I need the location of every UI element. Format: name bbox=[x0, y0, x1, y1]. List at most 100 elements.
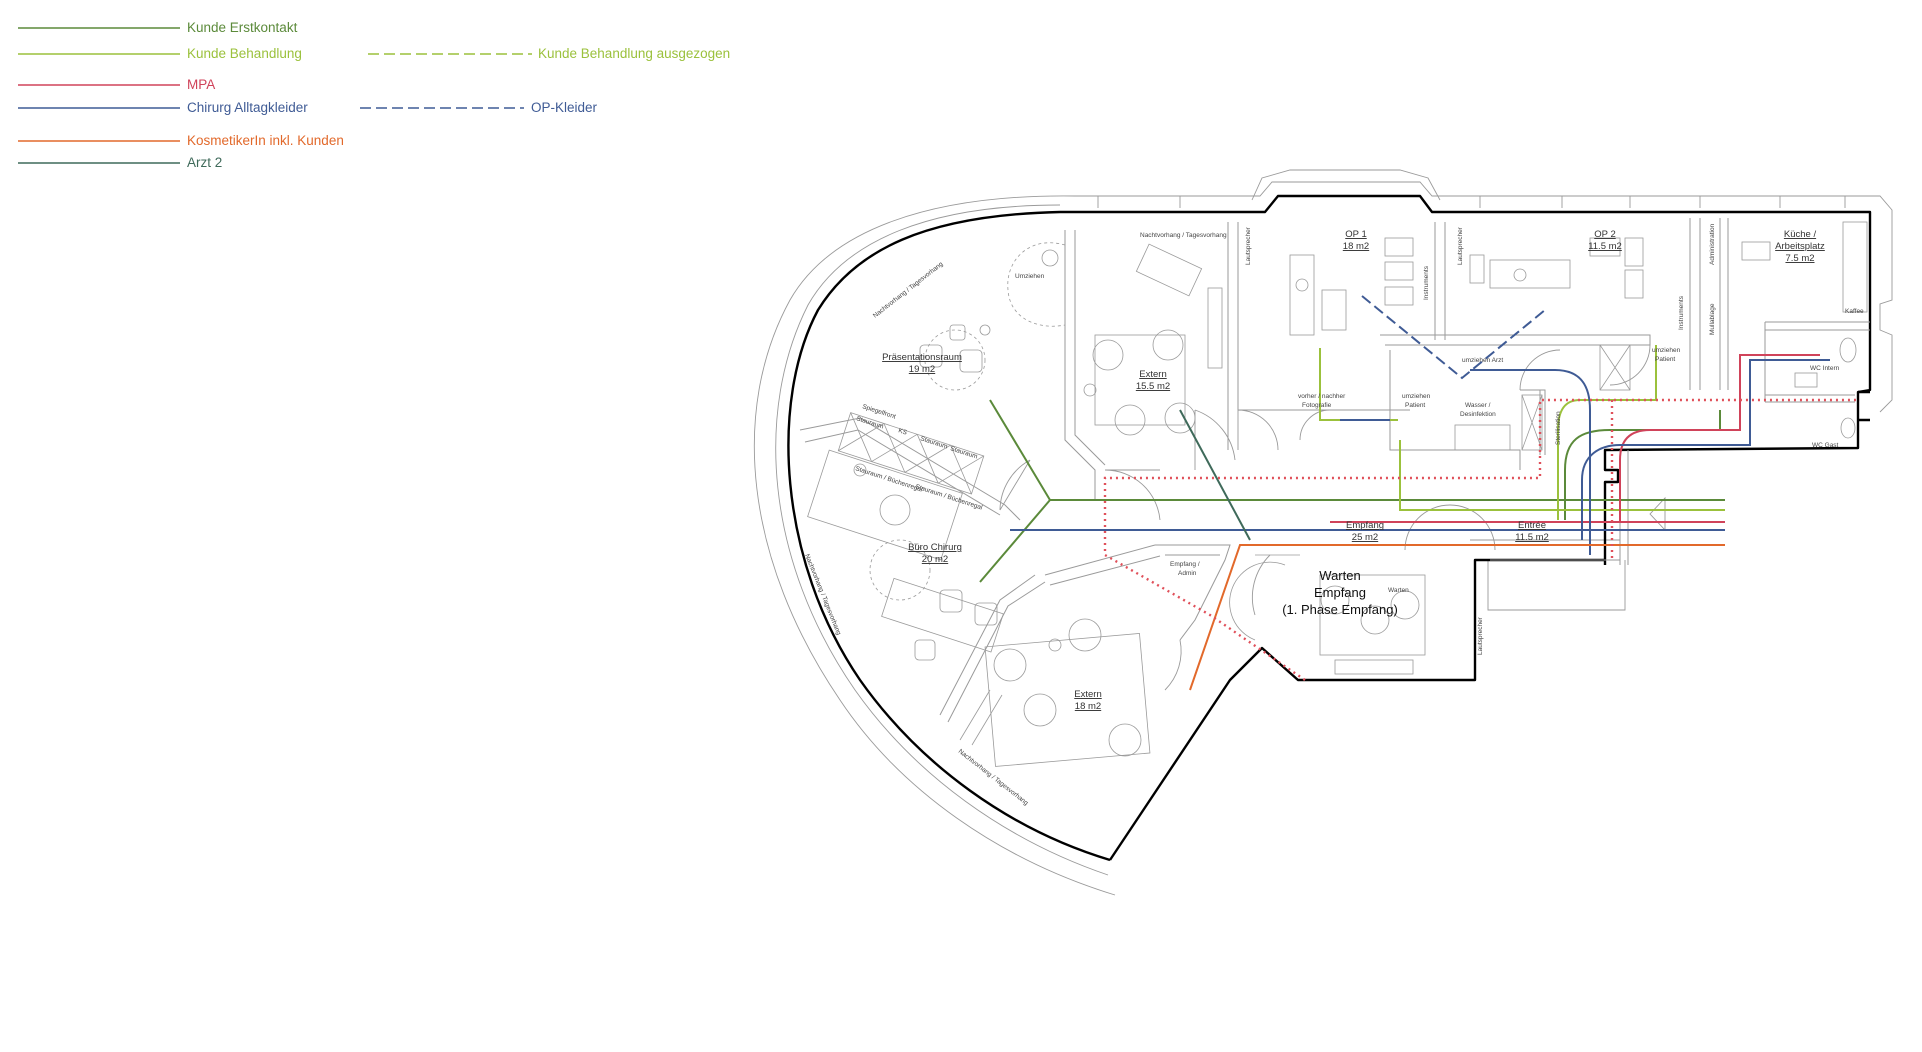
wall-corridor-top bbox=[1380, 334, 1651, 346]
label-kaffee: Kaffee bbox=[1845, 308, 1864, 315]
extern2-plant bbox=[1048, 638, 1062, 652]
label-wc-intern: WC Intern bbox=[1810, 365, 1840, 372]
legend-label-mpa: MPA bbox=[187, 77, 215, 92]
op2-steri-box bbox=[1599, 344, 1631, 391]
wall-right-notch bbox=[1858, 390, 1870, 422]
buero-desk bbox=[807, 449, 963, 561]
label-nachtvorhang-1: Nachtvorhang / Tagesvorhang bbox=[1140, 232, 1227, 239]
furniture bbox=[807, 221, 1868, 767]
extern1-table bbox=[1094, 334, 1186, 426]
extern1-chair-3 bbox=[1114, 404, 1146, 436]
room-kueche-area: 7.5 m2 bbox=[1785, 253, 1814, 264]
op2-sideboard bbox=[1589, 237, 1621, 257]
room-extern2-area: 18 m2 bbox=[1075, 701, 1101, 712]
warten-chair-1 bbox=[1320, 585, 1350, 615]
door-entree bbox=[1404, 504, 1451, 551]
label-umziehen-patient-2: Patient bbox=[1405, 402, 1425, 409]
path-kosmetikerin bbox=[1189, 544, 1725, 691]
wall-extern1-op1 bbox=[1227, 222, 1239, 450]
room-labels: Präsentationsraum 19 m2 Büro Chirurg 20 … bbox=[882, 229, 1825, 712]
op1-cab-2 bbox=[1384, 261, 1414, 281]
label-umziehen-patient-1: umziehen bbox=[1402, 393, 1431, 400]
path-mpa-2 bbox=[1619, 354, 1820, 522]
room-buero-name: Büro Chirurg bbox=[908, 542, 962, 553]
op2-lamp bbox=[1513, 268, 1527, 282]
room-op2-name: OP 2 bbox=[1594, 229, 1615, 240]
label-nachtvorhang-2: Nachtvorhang / Tagesvorhang bbox=[872, 261, 945, 320]
door-op2 bbox=[1519, 349, 1561, 391]
op2-cab-3 bbox=[1469, 254, 1485, 284]
legend-label-arzt2: Arzt 2 bbox=[187, 155, 222, 170]
wc-intern-sink bbox=[1794, 372, 1818, 388]
room-extern2-name: Extern bbox=[1074, 689, 1101, 700]
door-op1b bbox=[1299, 409, 1360, 441]
label-ks: KS bbox=[897, 427, 908, 437]
outer-round-wall-inner bbox=[775, 204, 1109, 876]
op2-cab-1 bbox=[1624, 237, 1644, 267]
extern1-shelf bbox=[1207, 287, 1223, 369]
label-lautsprecher-3: Lautsprecher bbox=[1477, 616, 1484, 655]
lower-right-outline bbox=[1487, 560, 1626, 611]
building-outline bbox=[753, 169, 1893, 896]
label-umziehen-patient-op2-2: Patient bbox=[1655, 356, 1675, 363]
room-buero-area: 20 m2 bbox=[922, 554, 948, 565]
label-instruments-2: Instruments bbox=[1678, 295, 1685, 330]
legend-label-kunde-erstkontakt: Kunde Erstkontakt bbox=[187, 20, 298, 35]
door-op2b bbox=[1609, 344, 1651, 386]
path-kunde-behandlung bbox=[1319, 348, 1398, 421]
legend-label-kunde-behandlung-ausgezogen: Kunde Behandlung ausgezogen bbox=[538, 46, 730, 61]
label-nachtvorhang-4: Nachtvorhang / Tagesvorhang bbox=[957, 748, 1030, 807]
door-op1 bbox=[1237, 409, 1279, 451]
path-kunde-behandlung-2 bbox=[1399, 440, 1725, 511]
warten-chair-2 bbox=[1360, 605, 1390, 635]
label-empfang-admin-1: Empfang / bbox=[1170, 561, 1200, 568]
wall-extern1-left-2 bbox=[1074, 230, 1106, 466]
room-extern1-name: Extern bbox=[1139, 369, 1166, 380]
op1-trolley bbox=[1321, 289, 1347, 331]
path-chirurg-3 bbox=[1581, 359, 1830, 540]
extern1-plant bbox=[1083, 383, 1097, 397]
path-kunde-erstkontakt-curve bbox=[1564, 410, 1721, 520]
warten-chair-3 bbox=[1390, 590, 1420, 620]
label-stauraum-3: Stauraum bbox=[949, 445, 978, 460]
label-lautsprecher-1: Lautsprecher bbox=[1245, 226, 1252, 265]
window-notches-top bbox=[1097, 196, 1846, 208]
wall-empfang-admin bbox=[1155, 544, 1231, 641]
label-stauraum-2: Stauraum bbox=[919, 435, 948, 450]
door-extern1b bbox=[1194, 409, 1236, 470]
legend-label-chirurg: Chirurg Alltagkleider bbox=[187, 100, 308, 115]
extern2-chair-3 bbox=[1023, 693, 1057, 727]
door-wasser bbox=[1449, 504, 1496, 551]
extern1-chair-4 bbox=[1164, 402, 1196, 434]
buero-table bbox=[869, 539, 931, 601]
room-warten-line3: (1. Phase Empfang) bbox=[1282, 602, 1398, 617]
label-umziehen-patient-op2-1: umziehen bbox=[1652, 347, 1681, 354]
kueche-counter bbox=[1842, 221, 1868, 313]
wall-op1-op2 bbox=[1434, 222, 1446, 340]
wc-intern-toilet bbox=[1839, 337, 1857, 363]
wc-gast-toilet bbox=[1840, 417, 1856, 439]
stauraum-units bbox=[837, 412, 985, 495]
extern2-table bbox=[984, 632, 1151, 767]
lower-right-inner bbox=[1470, 539, 1621, 560]
wall-praes-buero bbox=[799, 417, 1021, 521]
steri-cross bbox=[1521, 394, 1543, 451]
label-sterilisation: Sterilisation bbox=[1555, 411, 1562, 445]
extern2-chair-4 bbox=[1108, 723, 1142, 757]
op2-table bbox=[1489, 259, 1571, 289]
label-stauraum-1: Stauraum bbox=[855, 415, 884, 430]
steri-box bbox=[1521, 394, 1543, 451]
empfang-counter bbox=[1229, 554, 1300, 641]
extern1-chair-2 bbox=[1152, 329, 1184, 361]
room-kueche-name1: Küche / bbox=[1784, 229, 1817, 240]
room-praesentation-area: 19 m2 bbox=[909, 364, 935, 375]
label-wc-gast: WC Gast bbox=[1812, 442, 1839, 449]
praes-table bbox=[924, 329, 986, 391]
wall-entry-right bbox=[1619, 450, 1629, 565]
buero-chair-3 bbox=[914, 639, 936, 661]
buero-chair-2 bbox=[974, 602, 998, 626]
op1-cab-1 bbox=[1384, 237, 1414, 257]
bay-window bbox=[1251, 169, 1441, 201]
room-op1-area: 18 m2 bbox=[1343, 241, 1369, 252]
op2-cab-2 bbox=[1624, 269, 1644, 299]
